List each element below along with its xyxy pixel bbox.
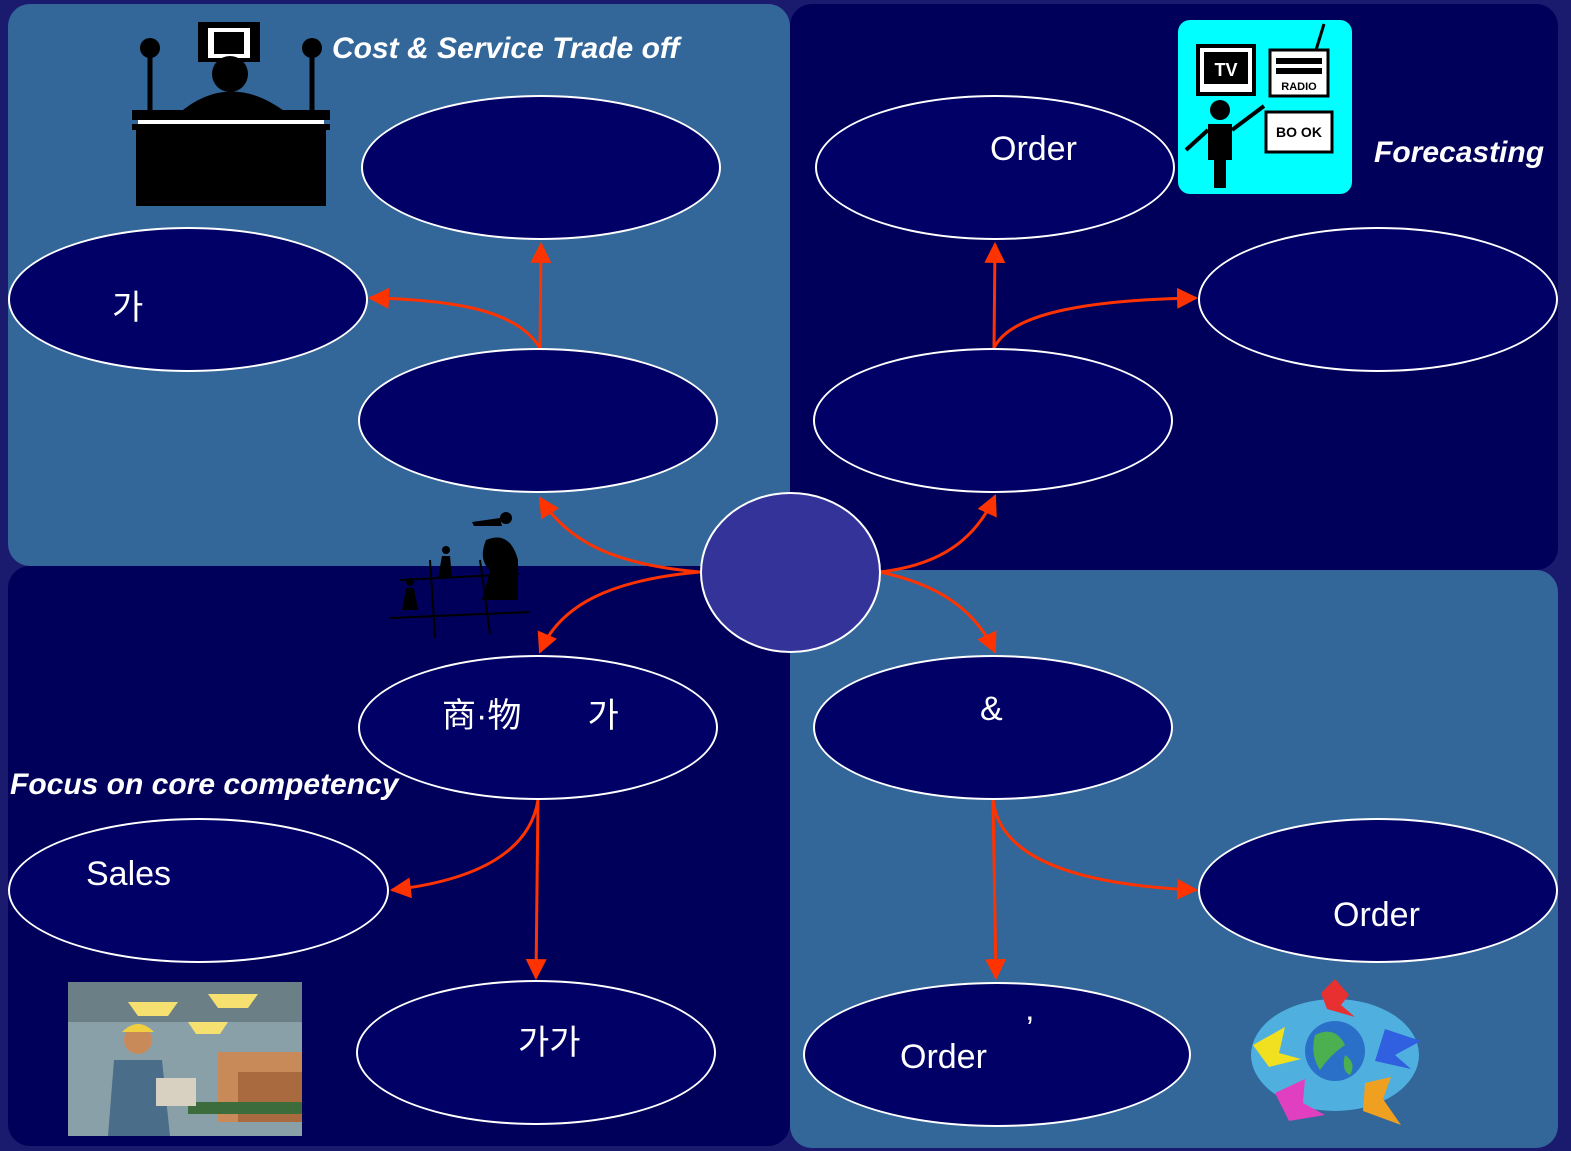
arrow-tl-left [367, 287, 542, 349]
node-bl-bottom-label: 가가 [518, 1024, 581, 1062]
node-br-bottom-label: Order [900, 1038, 987, 1076]
arrow-bl-down [525, 799, 547, 981]
arrow-tr-right [992, 287, 1199, 349]
node-br-mid-label: & [980, 690, 1003, 728]
node-br-bottom [803, 982, 1191, 1127]
node-bl-mid [358, 655, 718, 800]
arrow-center-tl [538, 496, 701, 574]
node-br-mid [813, 655, 1173, 800]
node-tl-left [8, 227, 368, 372]
judge-clipart [132, 22, 330, 206]
heading-core-competency: Focus on core competency [10, 768, 399, 801]
arrow-tl-up [530, 241, 552, 349]
node-tl-left-label: 가 [112, 289, 144, 327]
warehouse-clipart [68, 982, 302, 1136]
heading-cost-service: Cost & Service Trade off [332, 32, 680, 65]
arrow-bl-left [389, 799, 540, 899]
tv-label: TV [1214, 60, 1237, 80]
node-bl-left-label: Sales [86, 855, 172, 893]
globe-clipart [1251, 979, 1421, 1125]
node-tr-right [1198, 227, 1558, 372]
book-label: BO OK [1276, 124, 1322, 140]
arrow-br-right [991, 799, 1199, 900]
arrow-center-bl [537, 570, 701, 654]
arrow-center-tr [879, 494, 997, 574]
arrow-tr-up [984, 241, 1006, 349]
node-tr-top [815, 95, 1175, 240]
radio-label: RADIO [1281, 81, 1317, 93]
heading-forecasting: Forecasting [1374, 136, 1545, 169]
arrow-center-br [879, 570, 997, 654]
node-tl-top [361, 95, 721, 240]
node-tl-mid [358, 348, 718, 493]
node-center [700, 492, 881, 653]
node-bl-left [8, 818, 389, 963]
node-tr-top-label: Order [990, 130, 1077, 168]
node-br-right [1198, 818, 1558, 963]
node-bl-mid-label: 商·物 가 [442, 697, 619, 735]
node-bl-bottom [356, 980, 716, 1125]
node-br-right-label: Order [1333, 896, 1420, 934]
chess-clipart [390, 512, 530, 639]
forecasting-clipart: TV RADIO BO OK [1178, 20, 1352, 194]
node-br-bottom-mark: ’ [1026, 1010, 1034, 1048]
node-tr-mid [813, 348, 1173, 493]
arrow-br-down [985, 799, 1007, 981]
